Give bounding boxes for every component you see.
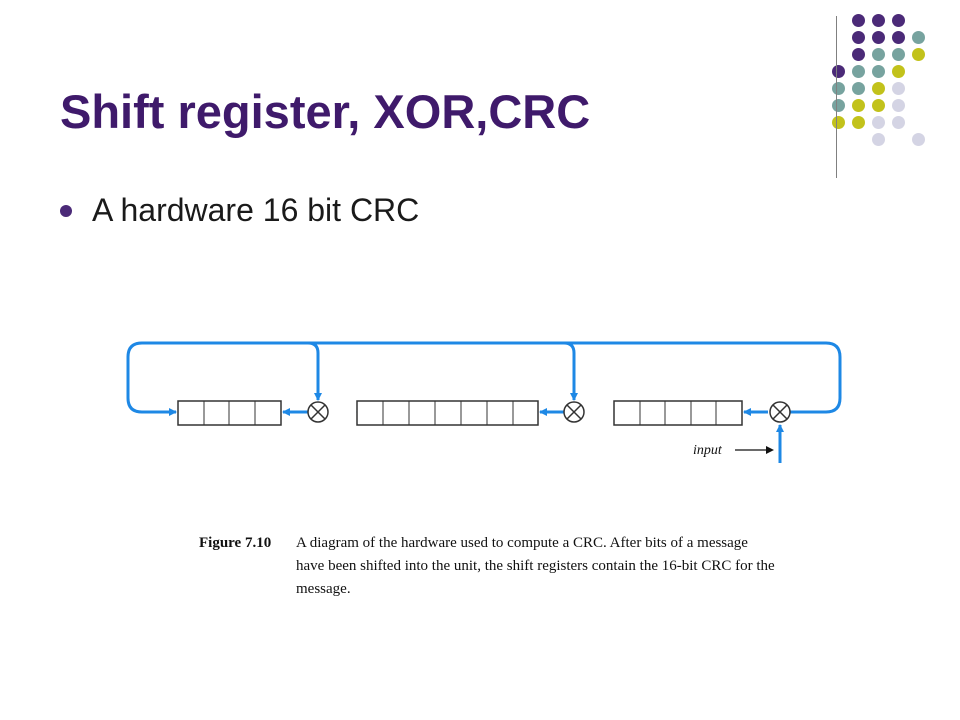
decorative-dot — [872, 31, 885, 44]
feedback-tap-wire-2 — [563, 341, 578, 401]
slide-title: Shift register, XOR,CRC — [60, 85, 591, 138]
decorative-dot — [872, 99, 885, 112]
shift-register-1 — [177, 400, 282, 426]
crc-hardware-diagram: input — [126, 341, 842, 463]
decorative-dot — [912, 48, 925, 61]
decorative-dot — [892, 14, 905, 27]
decorative-dot — [852, 48, 865, 61]
bullet-item: A hardware 16 bit CRC — [60, 192, 419, 229]
decorative-dot — [832, 116, 845, 129]
decorative-dot — [852, 14, 865, 27]
feedback-loop-wire — [126, 341, 842, 416]
decorative-dot — [872, 65, 885, 78]
decorative-dot — [852, 31, 865, 44]
decorative-dot — [892, 116, 905, 129]
decorative-dot — [832, 65, 845, 78]
shift-register-2 — [356, 400, 539, 426]
input-label-arrowhead — [766, 446, 774, 454]
decorative-dot — [872, 133, 885, 146]
figure-label: Figure 7.10 — [199, 535, 272, 551]
decorative-dot — [912, 31, 925, 44]
decorative-dot — [892, 99, 905, 112]
decorative-dot — [852, 65, 865, 78]
decorative-dot-grid — [832, 14, 940, 154]
decorative-dot — [892, 65, 905, 78]
decorative-dot — [872, 14, 885, 27]
decorative-dot — [892, 82, 905, 95]
decorative-dot — [852, 99, 865, 112]
input-label: input — [693, 443, 723, 458]
shift-register-3 — [613, 400, 743, 426]
decorative-dot — [852, 116, 865, 129]
figure-caption: Figure 7.10 A diagram of the hardware us… — [199, 532, 799, 601]
bullet-list: A hardware 16 bit CRC — [60, 192, 419, 229]
decorative-dot — [892, 48, 905, 61]
decorative-divider — [836, 16, 837, 178]
xor-gate-3 — [769, 401, 791, 423]
xor-gate-2 — [563, 401, 585, 423]
feedback-tap-wire-1 — [307, 341, 322, 401]
decorative-dot — [872, 116, 885, 129]
figure-caption-text: A diagram of the hardware used to comput… — [296, 535, 775, 597]
decorative-dot — [872, 82, 885, 95]
bullet-dot-icon — [60, 204, 72, 217]
decorative-dot — [852, 82, 865, 95]
xor-gate-1 — [307, 401, 329, 423]
decorative-dot — [872, 48, 885, 61]
bullet-text: A hardware 16 bit CRC — [92, 192, 420, 228]
decorative-dot — [832, 82, 845, 95]
decorative-dot — [832, 99, 845, 112]
decorative-dot — [912, 133, 925, 146]
decorative-dot — [892, 31, 905, 44]
